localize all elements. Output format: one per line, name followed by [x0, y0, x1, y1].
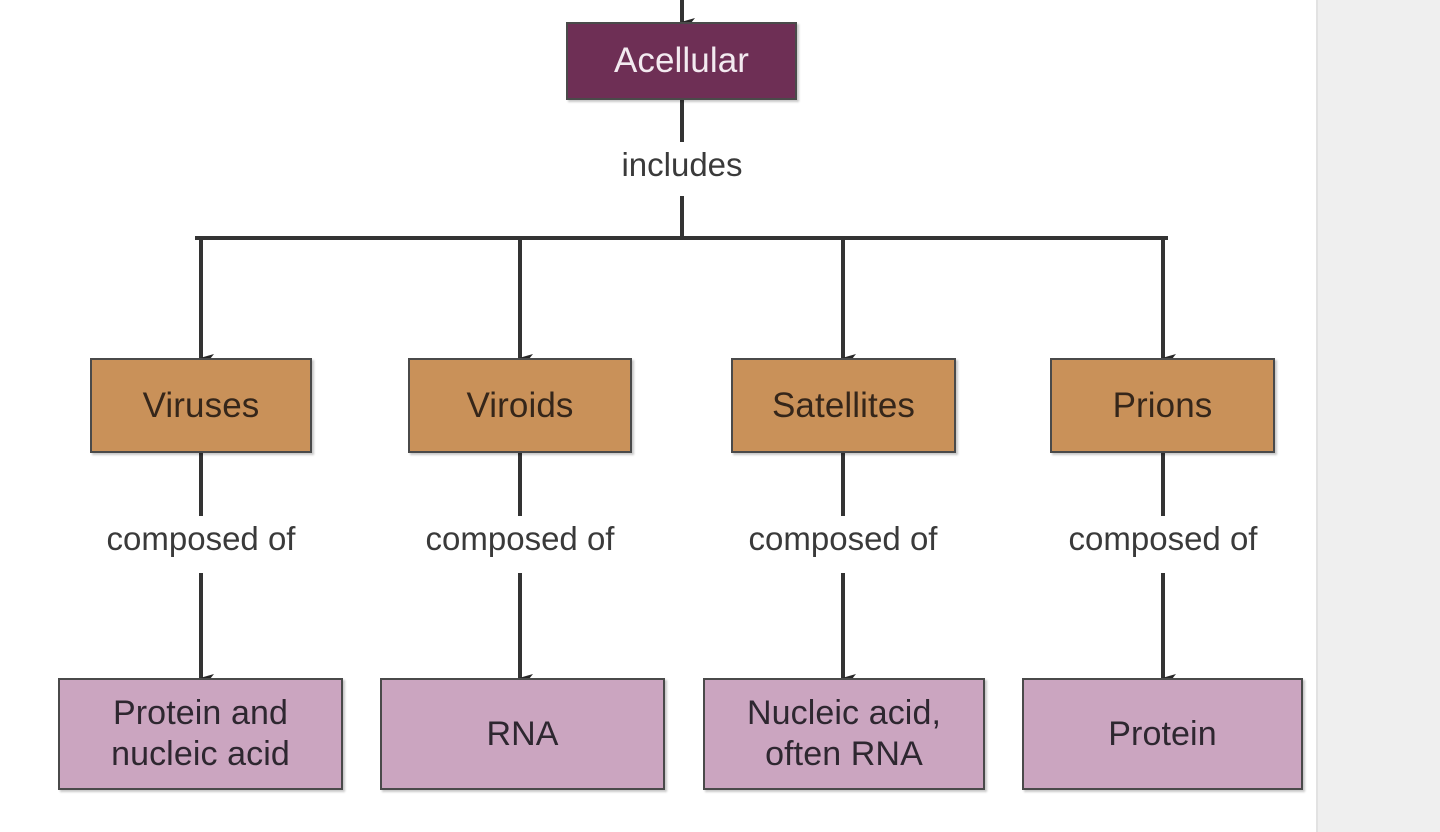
diagram-canvas: Acellular includes Viruses Viroids Satel…	[58, 0, 1303, 790]
node-rna[interactable]: RNA	[380, 678, 665, 790]
edge-label-includes: includes	[621, 146, 742, 184]
node-prions[interactable]: Prions	[1050, 358, 1275, 453]
edge-label-viruses-composed-of-text: composed of	[106, 520, 296, 557]
node-acellular-label: Acellular	[613, 41, 750, 81]
edge-label-includes-text: includes	[621, 146, 743, 183]
node-viroids-label: Viroids	[466, 385, 574, 425]
node-nucleic-acid-often-rna[interactable]: Nucleic acid,often RNA	[703, 678, 985, 790]
node-satellites-label: Satellites	[771, 385, 916, 425]
edge-label-viruses-composed-of: composed of	[107, 520, 296, 558]
edge-label-prions-composed-of-text: composed of	[1068, 520, 1258, 557]
edge-label-viroids-composed-of-text: composed of	[425, 520, 615, 557]
node-rna-label: RNA	[486, 714, 559, 753]
node-viruses-label: Viruses	[142, 385, 260, 425]
edge-label-satellites-composed-of: composed of	[749, 520, 938, 558]
node-protein[interactable]: Protein	[1022, 678, 1303, 790]
edge-label-viroids-composed-of: composed of	[426, 520, 615, 558]
node-nucleic-acid-often-rna-label: Nucleic acid,often RNA	[746, 693, 942, 773]
node-satellites[interactable]: Satellites	[731, 358, 956, 453]
node-viroids[interactable]: Viroids	[408, 358, 632, 453]
node-acellular[interactable]: Acellular	[566, 22, 797, 100]
content-gutter-divider	[1316, 0, 1318, 832]
node-protein-label: Protein	[1108, 714, 1217, 753]
node-viruses[interactable]: Viruses	[90, 358, 312, 453]
node-prions-label: Prions	[1112, 385, 1213, 425]
edge-label-prions-composed-of: composed of	[1069, 520, 1258, 558]
edge-label-satellites-composed-of-text: composed of	[748, 520, 938, 557]
right-gutter-panel	[1318, 0, 1440, 832]
